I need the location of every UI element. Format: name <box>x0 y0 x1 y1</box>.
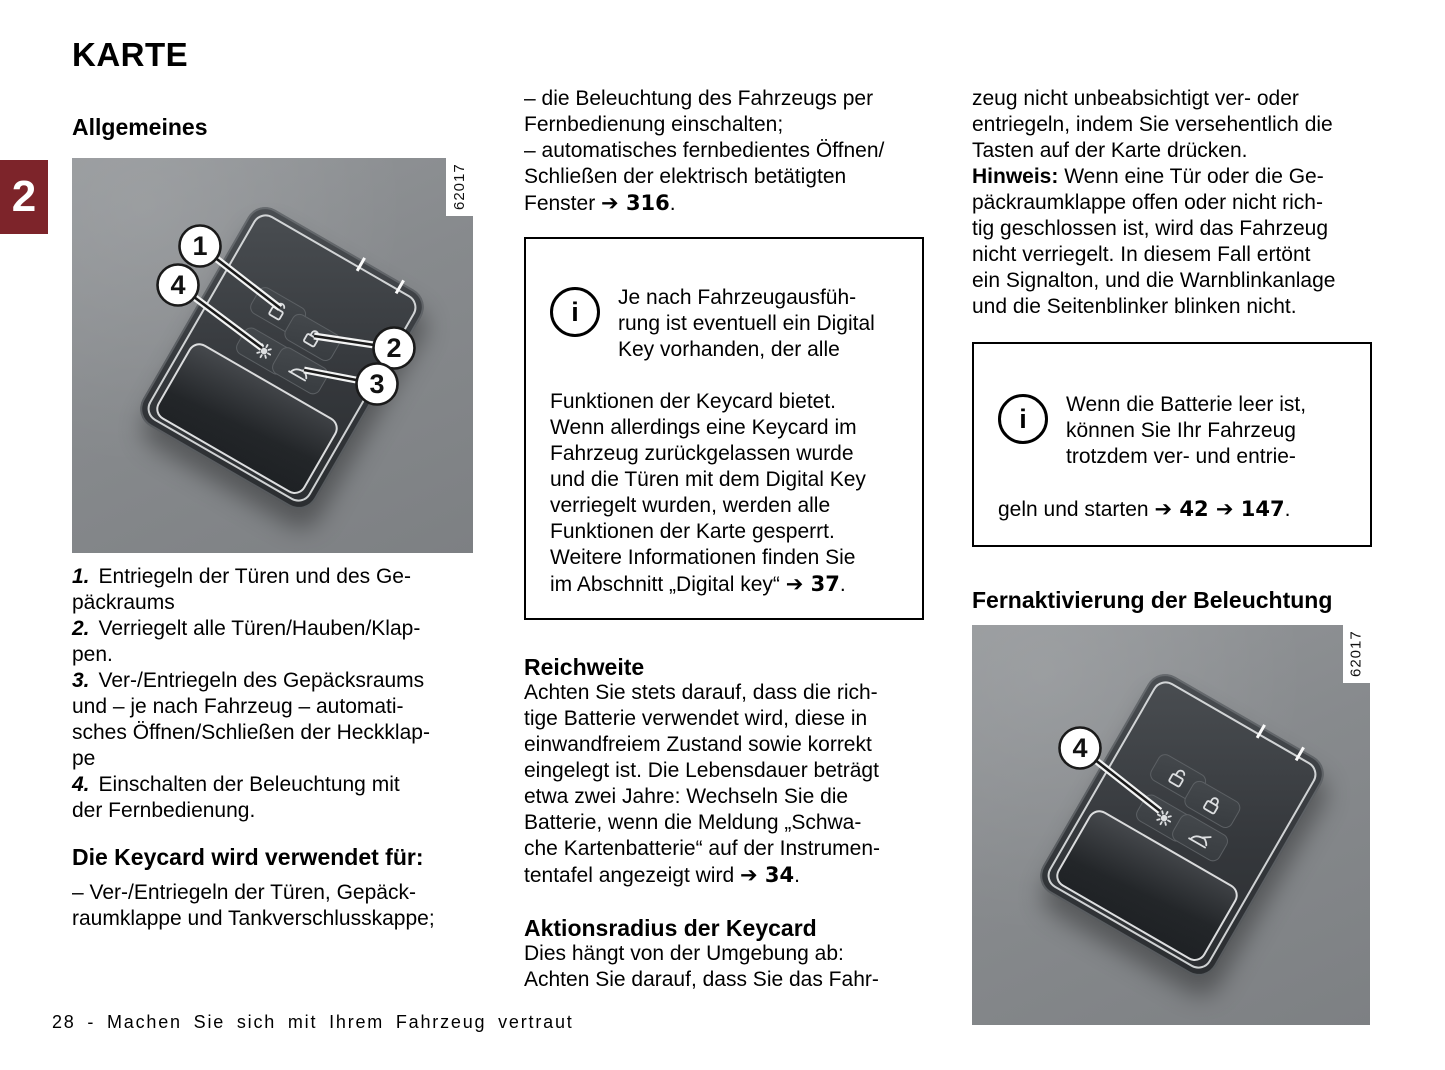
info-box-digital-key: i Je nach Fahrzeugausfüh- rung ist event… <box>524 237 924 620</box>
info-icon: i <box>998 394 1048 444</box>
callout-2 <box>372 326 416 370</box>
info-box-text: geln und starten <box>998 498 1155 521</box>
light-icon <box>1156 810 1172 826</box>
list-num: 2. <box>72 617 90 640</box>
list-item-4: 4.Einschalten der Beleuchtung mit der Fe… <box>72 772 482 824</box>
figure1-annotations: 1 4 2 3 <box>156 224 416 406</box>
page-ref-316: ➔ 316 <box>601 191 670 215</box>
list-num: 3. <box>72 669 90 692</box>
usage-item: – Ver-/Entriegeln der Türen, Gepäck- rau… <box>72 881 435 930</box>
keycard-photo-lighting: 4 62017 <box>972 625 1370 1025</box>
list-text: Einschalten der Beleuchtung mit der Fern… <box>72 773 400 822</box>
callout-1-label: 1 <box>192 231 207 261</box>
figure2-annotations: 4 <box>1058 726 1163 814</box>
range-paragraph: Achten Sie stets darauf, dass die rich- … <box>524 680 924 889</box>
list-num: 4. <box>72 773 90 796</box>
sentence-end: . <box>839 573 846 596</box>
list-item-1: 1.Entriegeln der Türen und des Ge- päckr… <box>72 564 482 616</box>
light-button <box>1133 791 1195 845</box>
callout-4-label: 4 <box>170 270 185 300</box>
page-ref-34: ➔ 34 <box>739 863 795 887</box>
sentence-end: . <box>669 192 676 215</box>
lock-button <box>1181 777 1244 831</box>
info-box-indented-text: Wenn die Batterie leer ist, können Sie I… <box>1066 393 1307 468</box>
keycard <box>1032 666 1332 984</box>
bullet-lighting: – die Beleuchtung des Fahrzeugs per Fern… <box>524 87 874 136</box>
callout-1 <box>178 224 222 268</box>
bullet-windows-text: – automatisches fernbedientes Öffnen/ Sc… <box>524 139 885 215</box>
info-box-top: i Wenn die Batterie leer ist, können Sie… <box>998 392 1346 470</box>
list-text: Ver-/Entriegeln des Gepäcksraums und – j… <box>72 669 430 770</box>
callout-4-label: 4 <box>1072 733 1087 763</box>
info-box-battery: i Wenn die Batterie leer ist, können Sie… <box>972 342 1372 547</box>
callout-3 <box>355 362 399 406</box>
right-column: zeug nicht unbeabsichtigt ver- oder entr… <box>972 86 1372 1025</box>
range-text: Achten Sie stets darauf, dass die rich- … <box>524 681 881 887</box>
callout-4 <box>156 263 200 307</box>
keycard-photo-overview: 1 4 2 3 62017 <box>72 158 473 553</box>
callout-4 <box>1058 726 1102 770</box>
info-icon: i <box>550 287 600 337</box>
photo-id-label: 62017 <box>446 158 473 216</box>
callout-3-label: 3 <box>369 369 384 399</box>
unlock-icon <box>1168 769 1186 788</box>
usage-heading: Die Keycard wird verwendet für: <box>72 844 424 870</box>
keycard-legend-list: 1.Entriegeln der Türen und des Ge- päckr… <box>72 564 482 932</box>
unlock-button <box>1147 751 1209 805</box>
sentence-end: . <box>794 864 800 887</box>
info-box-text: Funktionen der Keycard bietet. Wenn alle… <box>550 390 866 596</box>
light-button <box>233 324 295 378</box>
sentence-end: . <box>1284 498 1291 521</box>
list-item-3: 3.Ver-/Entriegeln des Gepäcksraums und –… <box>72 668 482 772</box>
page-title: KARTE <box>72 36 189 73</box>
page-ref-37: ➔ 37 <box>785 572 840 596</box>
chapter-tab: 2 <box>0 160 48 234</box>
page-footer: 28 - Machen Sie sich mit Ihrem Fahrzeug … <box>52 1012 574 1032</box>
note-label: Hinweis: <box>972 165 1059 188</box>
bullet-windows: – automatisches fernbedientes Öffnen/ Sc… <box>524 138 924 217</box>
section-heading-allgemeines: Allgemeines <box>72 114 208 140</box>
list-num: 1. <box>72 565 90 588</box>
list-text: Entriegeln der Türen und des Ge- päckrau… <box>72 565 411 614</box>
page-ref-42-147: ➔ 42 ➔ 147 <box>1154 497 1285 521</box>
list-item-2: 2.Verriegelt alle Türen/Hauben/Klap- pen… <box>72 616 482 668</box>
trunk-open-icon <box>1188 835 1212 849</box>
light-icon <box>256 343 272 359</box>
info-box-top: i Je nach Fahrzeugausfüh- rung ist event… <box>550 285 898 363</box>
radius-paragraph-continued: zeug nicht unbeabsichtigt ver- oder entr… <box>972 87 1333 162</box>
radius-paragraph: Dies hängt von der Umgebung ab: Achten S… <box>524 942 879 991</box>
callout-2-label: 2 <box>386 333 401 363</box>
trunk-button <box>1169 811 1231 865</box>
list-text: Verriegelt alle Türen/Hauben/Klap- pen. <box>72 617 421 666</box>
note-paragraph: Hinweis: Wenn eine Tür oder die Ge- päck… <box>972 164 1372 320</box>
middle-column: – die Beleuchtung des Fahrzeugs per Fern… <box>524 86 924 993</box>
photo-id-label: 62017 <box>1343 625 1370 683</box>
lock-icon <box>1203 797 1219 815</box>
range-heading: Reichweite <box>524 654 645 680</box>
remote-lighting-heading: Fernaktivierung der Beleuchtung <box>972 587 1333 613</box>
note-text: Wenn eine Tür oder die Ge- päckraumklapp… <box>972 165 1336 318</box>
radius-heading: Aktionsradius der Keycard <box>524 915 817 941</box>
info-box-indented-text: Je nach Fahrzeugausfüh- rung ist eventue… <box>618 286 875 361</box>
